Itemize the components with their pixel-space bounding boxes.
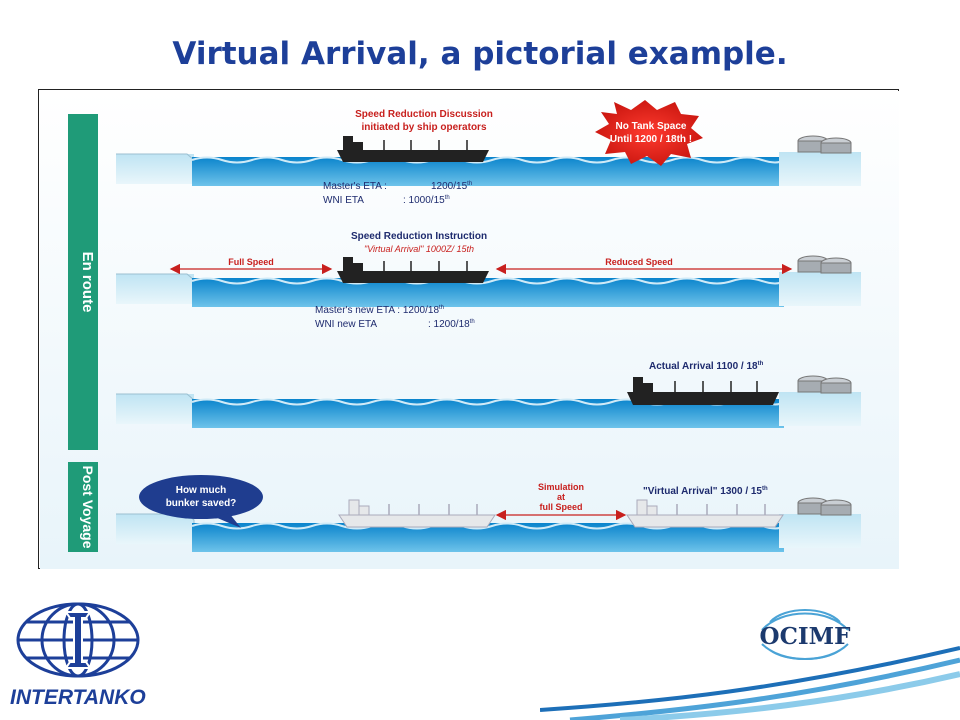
panel-3: Actual Arrival 1100 / 18th — [116, 361, 861, 428]
wni-eta-label: WNI ETA — [323, 195, 364, 206]
callout-line-2: initiated by ship operators — [361, 122, 486, 133]
wni-eta-value: : 1000/15th — [403, 195, 450, 206]
masters-new-eta: Master's new ETA : 1200/18th — [315, 305, 444, 316]
callout-line-1: Speed Reduction Discussion — [355, 109, 493, 120]
panel-1: Speed Reduction Discussion initiated by … — [116, 100, 861, 206]
right-quay — [779, 152, 861, 186]
wni-new-eta-value: : 1200/18th — [428, 319, 475, 330]
virtual-arrival-label: "Virtual Arrival" 1300 / 15th — [643, 486, 768, 497]
left-quay — [116, 274, 194, 304]
intertanko-wordmark: INTERTANKO — [10, 686, 146, 709]
post-voyage-bar — [68, 462, 98, 552]
intertanko-logo: INTERTANKO — [10, 602, 146, 709]
ship-icon — [337, 136, 489, 162]
oil-tanks — [797, 375, 852, 394]
bubble-line-2: bunker saved? — [166, 498, 237, 509]
oil-tanks — [797, 497, 852, 516]
wni-new-eta-label: WNI new ETA — [315, 319, 377, 330]
sim-line-1: Simulation — [538, 482, 584, 492]
sim-line-2: at — [557, 492, 565, 502]
full-speed-label: Full Speed — [228, 257, 274, 267]
instruction-line-1: Speed Reduction Instruction — [351, 231, 487, 242]
panel-4: How much bunker saved? — [116, 475, 861, 552]
starburst-line-2: Until 1200 / 18th ! — [610, 134, 692, 145]
no-tank-space-starburst: No Tank Space Until 1200 / 18th ! — [595, 100, 703, 166]
sim-line-3: full Speed — [539, 502, 582, 512]
actual-arrival-label: Actual Arrival 1100 / 18th — [649, 361, 764, 372]
instruction-line-2: "Virtual Arrival" 1000Z/ 15th — [364, 244, 474, 254]
oil-tanks — [797, 135, 852, 154]
ocimf-logo: OCIMF — [760, 609, 852, 660]
left-quay — [116, 514, 194, 544]
en-route-bar — [68, 114, 98, 450]
ghost-ship-start-icon — [338, 499, 496, 528]
slide-title: Virtual Arrival, a pictorial example. — [172, 36, 788, 72]
masters-eta-value: 1200/15th — [431, 181, 472, 192]
left-quay — [116, 154, 194, 184]
bubble-line-1: How much — [176, 485, 227, 496]
masters-eta-label: Master's ETA : — [323, 181, 387, 192]
reduced-speed-label: Reduced Speed — [605, 257, 673, 267]
ghost-ship-end-icon — [626, 499, 784, 528]
right-quay — [779, 392, 861, 426]
right-quay — [779, 272, 861, 306]
starburst-line-1: No Tank Space — [616, 121, 687, 132]
post-voyage-label: Post Voyage — [80, 466, 96, 549]
ocimf-wordmark: OCIMF — [760, 623, 852, 650]
ship-icon — [337, 257, 489, 283]
panel-2: Speed Reduction Instruction "Virtual Arr… — [116, 231, 861, 330]
decorative-swoosh — [540, 646, 960, 720]
virtual-arrival-diagram: En route Post Voyage — [38, 89, 899, 569]
right-quay — [779, 514, 861, 548]
en-route-label: En route — [79, 252, 96, 313]
globe-lines-icon — [761, 609, 849, 660]
how-much-bunker-bubble: How much bunker saved? — [139, 475, 263, 528]
oil-tanks — [797, 255, 852, 274]
left-quay — [116, 394, 194, 424]
ship-icon — [627, 377, 779, 405]
